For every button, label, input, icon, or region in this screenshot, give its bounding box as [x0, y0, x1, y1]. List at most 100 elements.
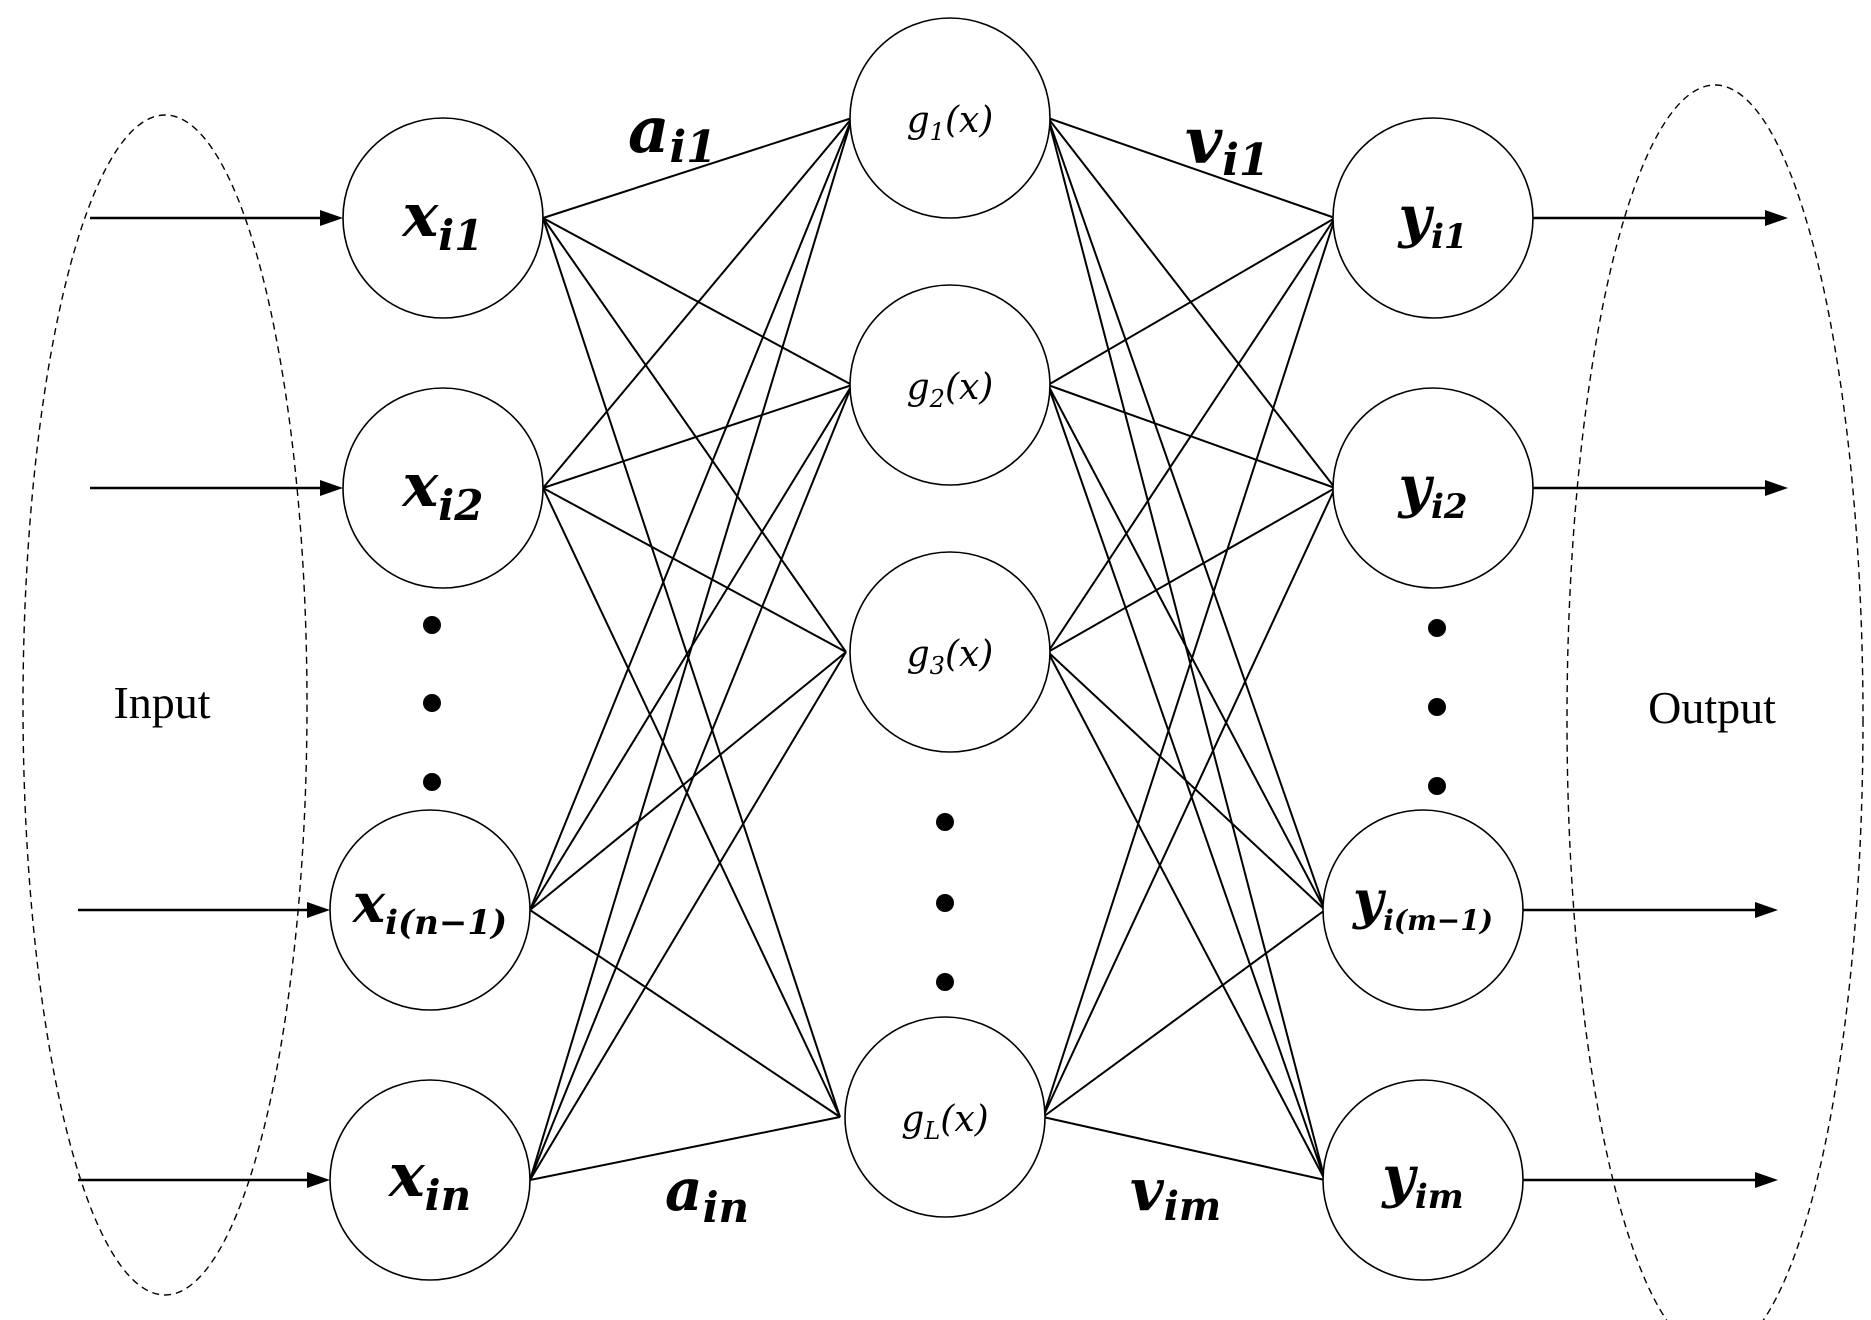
weight-subscript: im: [1164, 1183, 1222, 1230]
input-node: xin: [329, 1079, 531, 1281]
weight-label-v-bottom: vim: [1130, 1156, 1221, 1230]
svg-text:yim: yim: [1380, 1144, 1463, 1217]
connection-edge: [529, 1116, 841, 1181]
weight-subscript: i1: [669, 122, 716, 173]
connection-edge: [542, 384, 853, 489]
arrowhead: [1765, 480, 1788, 496]
hidden-node: g3(x): [849, 551, 1051, 753]
connection-edges: [529, 117, 1336, 1181]
arrowhead: [1755, 902, 1778, 918]
input-node: xi2: [342, 387, 544, 589]
node-subscript: 1: [930, 118, 945, 146]
node-base: g: [907, 100, 930, 141]
connection-edge: [1047, 384, 1326, 1181]
node-subscript: i1: [1431, 217, 1468, 257]
arrowhead: [320, 480, 343, 496]
node-subscript: im: [1415, 1177, 1464, 1217]
connection-edge: [542, 217, 841, 1118]
connection-edge: [542, 487, 847, 653]
connection-edge: [529, 909, 841, 1118]
node-subscript: i1: [438, 211, 483, 260]
connection-edge: [1042, 217, 1336, 1118]
node-base: x: [352, 871, 386, 935]
svg-text:xi2: xi2: [401, 451, 484, 530]
weight-label-a-bottom: ain: [665, 1156, 749, 1232]
input-ellipsis-dots: [423, 616, 441, 791]
node-base: y: [1396, 454, 1434, 520]
connection-edge: [1042, 909, 1326, 1118]
input-arrows: [78, 210, 343, 1188]
node-argument: (x): [945, 100, 993, 141]
connection-edge: [542, 117, 853, 489]
node-argument: (x): [945, 367, 993, 408]
input-node: xi(n−1): [329, 809, 531, 1011]
node-argument: (x): [940, 1099, 988, 1140]
node-base: y: [1352, 870, 1387, 931]
hidden-node: g1(x): [849, 17, 1051, 219]
output-node: yi(m−1): [1322, 809, 1524, 1011]
connection-edge: [529, 117, 853, 1181]
node-base: g: [907, 634, 930, 675]
node-subscript: in: [425, 1171, 472, 1220]
connection-edge: [529, 651, 847, 911]
node-subscript: 2: [929, 385, 945, 413]
node-subscript: i2: [1431, 487, 1468, 527]
connection-edge: [1042, 1116, 1326, 1181]
output-node: yi1: [1332, 117, 1534, 319]
connection-edge: [1047, 117, 1336, 489]
output-node: yim: [1322, 1079, 1524, 1281]
connection-edge: [1047, 117, 1336, 219]
connection-edge: [542, 217, 847, 653]
svg-text:g1(x): g1(x): [907, 100, 994, 146]
weight-label-v-top: vi1: [1185, 104, 1270, 186]
node-base: x: [401, 451, 440, 521]
weight-label-a-top: ai1: [628, 93, 717, 173]
output-ellipsis-dots: [1428, 619, 1446, 795]
node-base: y: [1396, 184, 1434, 250]
connection-edge: [1047, 487, 1336, 653]
connection-edge: [542, 487, 841, 1118]
weight-base: v: [1130, 1156, 1165, 1224]
connection-edge: [1042, 487, 1336, 1118]
connection-edge: [1047, 217, 1336, 653]
connection-edge: [1047, 217, 1336, 386]
arrowhead: [1765, 210, 1788, 226]
connection-edge: [1047, 384, 1326, 911]
svg-text:xi1: xi1: [401, 181, 484, 260]
node-subscript: i(m−1): [1383, 904, 1493, 937]
hidden-node: gL(x): [844, 1016, 1046, 1218]
arrowhead: [320, 210, 343, 226]
weight-subscript: in: [703, 1183, 750, 1232]
svg-text:xi(n−1): xi(n−1): [352, 871, 507, 943]
connection-edge: [542, 117, 853, 219]
arrowhead: [307, 902, 330, 918]
weight-base: a: [628, 93, 669, 168]
svg-text:gL(x): gL(x): [901, 1099, 988, 1145]
node-argument: (x): [945, 634, 993, 675]
connection-edge: [529, 651, 847, 1181]
node-base: x: [387, 1141, 426, 1211]
arrowhead: [307, 1172, 330, 1188]
connection-edge: [1047, 117, 1326, 911]
svg-text:g3(x): g3(x): [907, 634, 994, 680]
input-node: xi1: [342, 117, 544, 319]
svg-text:xin: xin: [387, 1141, 471, 1220]
node-base: g: [901, 1099, 924, 1140]
svg-text:yi1: yi1: [1396, 184, 1467, 257]
output-group-ellipse: [1566, 84, 1864, 1320]
arrowhead: [1755, 1172, 1778, 1188]
node-subscript: 3: [930, 652, 945, 680]
output-node: yi2: [1332, 387, 1534, 589]
hidden-node: g2(x): [849, 284, 1051, 486]
weight-subscript: i1: [1222, 135, 1269, 186]
connection-edge: [529, 117, 853, 911]
input-group-label: Input: [113, 677, 210, 728]
svg-text:yi(m−1): yi(m−1): [1352, 870, 1493, 937]
node-subscript: L: [923, 1117, 940, 1145]
node-base: y: [1380, 1144, 1418, 1210]
node-subscript: i2: [438, 481, 483, 530]
output-arrows: [1522, 210, 1788, 1188]
node-subscript: i(n−1): [385, 903, 507, 943]
connection-edge: [1047, 651, 1326, 911]
